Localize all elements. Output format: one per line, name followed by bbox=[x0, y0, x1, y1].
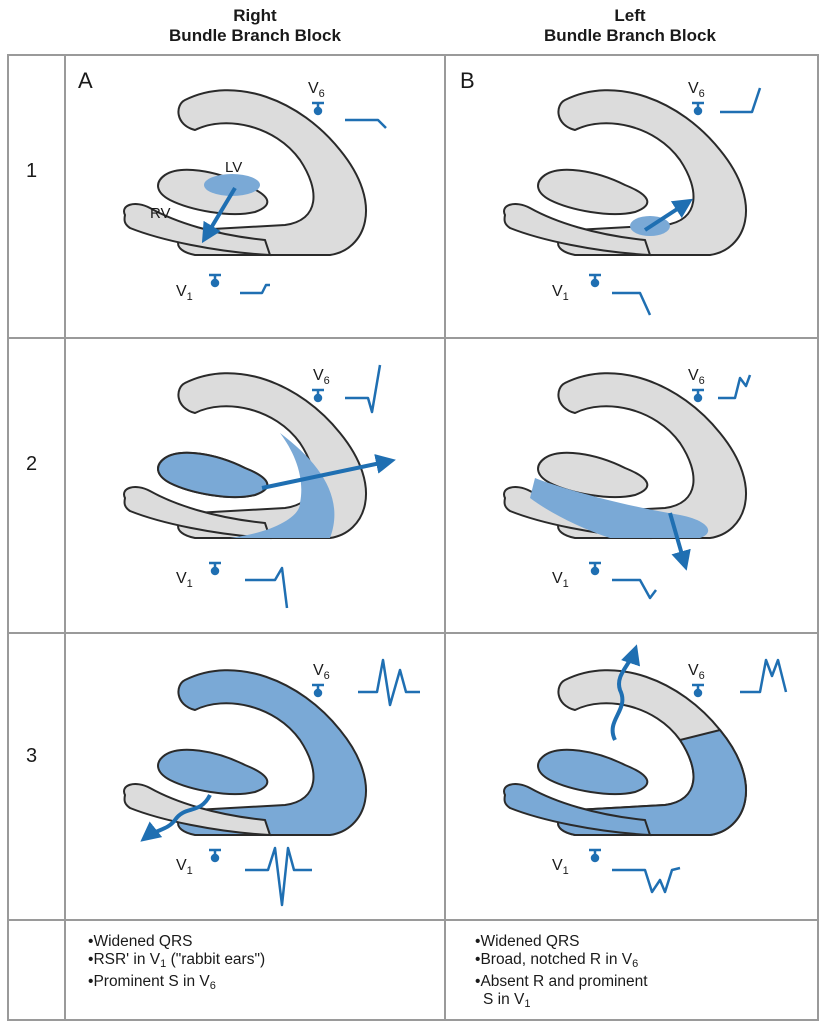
v1-label: V1 bbox=[552, 857, 569, 877]
note-item: Widened QRS bbox=[475, 933, 648, 951]
note-item: S in V1 bbox=[483, 991, 531, 1010]
ecg-trace-a1-v1 bbox=[240, 283, 270, 295]
v6-label: V6 bbox=[688, 80, 705, 100]
heart-diagram-b1 bbox=[503, 89, 748, 256]
note-item: Broad, notched R in V6 bbox=[475, 951, 648, 973]
ecg-trace-b3-v1 bbox=[612, 866, 681, 894]
note-item: Widened QRS bbox=[88, 933, 265, 951]
note-item: RSR' in V1 ("rabbit ears") bbox=[88, 951, 265, 973]
heart-diagram-a2 bbox=[123, 372, 396, 539]
electrode-icons bbox=[209, 101, 704, 863]
v1-electrode-icon bbox=[209, 273, 221, 288]
column-header-line2: Bundle Branch Block bbox=[169, 26, 341, 45]
ecg-traces bbox=[240, 87, 788, 907]
v6-label: V6 bbox=[688, 662, 705, 682]
heart-diagram-a3 bbox=[123, 669, 367, 842]
ecg-trace-a1-v6 bbox=[345, 118, 387, 129]
notes-right-bbb: Widened QRS RSR' in V1 ("rabbit ears") P… bbox=[88, 933, 265, 995]
v1-label: V1 bbox=[552, 283, 569, 303]
depolarization-arrow bbox=[261, 454, 396, 490]
v1-label: V1 bbox=[552, 570, 569, 590]
note-item: Prominent S in V6 bbox=[88, 973, 265, 995]
row-label-1: 1 bbox=[26, 160, 38, 182]
ecg-trace-b1-v1 bbox=[612, 291, 652, 316]
v1-electrode-icon bbox=[589, 561, 601, 576]
v6-label: V6 bbox=[308, 80, 325, 100]
column-header-line2: Bundle Branch Block bbox=[544, 26, 716, 45]
notes-left-bbb: Widened QRS Broad, notched R in V6 Absen… bbox=[475, 933, 648, 1013]
heart-diagram-b3 bbox=[503, 644, 747, 837]
heart-diagram-b2 bbox=[503, 372, 748, 571]
panel-letter-b: B bbox=[460, 68, 475, 93]
v6-electrode-icon bbox=[692, 388, 704, 403]
v6-electrode-icon bbox=[692, 101, 704, 116]
depolarization-arrow bbox=[610, 644, 641, 741]
ecg-trace-b3-v6 bbox=[740, 658, 788, 694]
ecg-trace-b2-v6 bbox=[718, 374, 752, 400]
depolarization-arrow bbox=[668, 512, 691, 571]
column-header-line1: Left bbox=[614, 6, 646, 25]
row-label-3: 3 bbox=[26, 745, 38, 767]
ecg-trace-a3-v1 bbox=[245, 846, 312, 907]
v1-electrode-icon bbox=[589, 848, 601, 863]
depolarization-arrow bbox=[140, 793, 212, 842]
column-header-left-bbb: Left Bundle Branch Block bbox=[445, 6, 815, 46]
lead-labels: V6 V6 V1 V1 V6 V6 V1 V1 V6 V6 V1 V1 bbox=[176, 80, 705, 877]
ecg-trace-b2-v1 bbox=[612, 578, 657, 600]
v6-label: V6 bbox=[688, 367, 705, 387]
ecg-trace-a2-v1 bbox=[245, 566, 289, 609]
v1-electrode-icon bbox=[209, 848, 221, 863]
v1-label: V1 bbox=[176, 857, 193, 877]
v1-electrode-icon bbox=[209, 561, 221, 576]
table-grid bbox=[7, 54, 819, 1021]
v6-electrode-icon bbox=[312, 683, 324, 698]
ecg-trace-b1-v6 bbox=[720, 87, 762, 114]
heart-diagram-a1 bbox=[123, 89, 368, 256]
v6-electrode-icon bbox=[312, 101, 324, 116]
v6-electrode-icon bbox=[312, 388, 324, 403]
v6-label: V6 bbox=[313, 662, 330, 682]
v6-label: V6 bbox=[313, 367, 330, 387]
depolarization-arrow bbox=[201, 186, 237, 244]
v1-label: V1 bbox=[176, 570, 193, 590]
panel-letter-a: A bbox=[78, 68, 93, 93]
note-item: Absent R and prominent bbox=[475, 973, 647, 991]
v6-electrode-icon bbox=[692, 683, 704, 698]
v1-label: V1 bbox=[176, 283, 193, 303]
ecg-trace-a3-v6 bbox=[358, 658, 420, 707]
column-header-line1: Right bbox=[233, 6, 277, 25]
column-header-right-bbb: Right Bundle Branch Block bbox=[60, 6, 450, 46]
v1-electrode-icon bbox=[589, 273, 601, 288]
rv-label: RV bbox=[150, 205, 171, 222]
lv-label: LV bbox=[225, 159, 242, 176]
row-label-2: 2 bbox=[26, 453, 38, 475]
depolarization-arrow bbox=[643, 198, 694, 232]
ecg-trace-a2-v6 bbox=[345, 364, 382, 414]
